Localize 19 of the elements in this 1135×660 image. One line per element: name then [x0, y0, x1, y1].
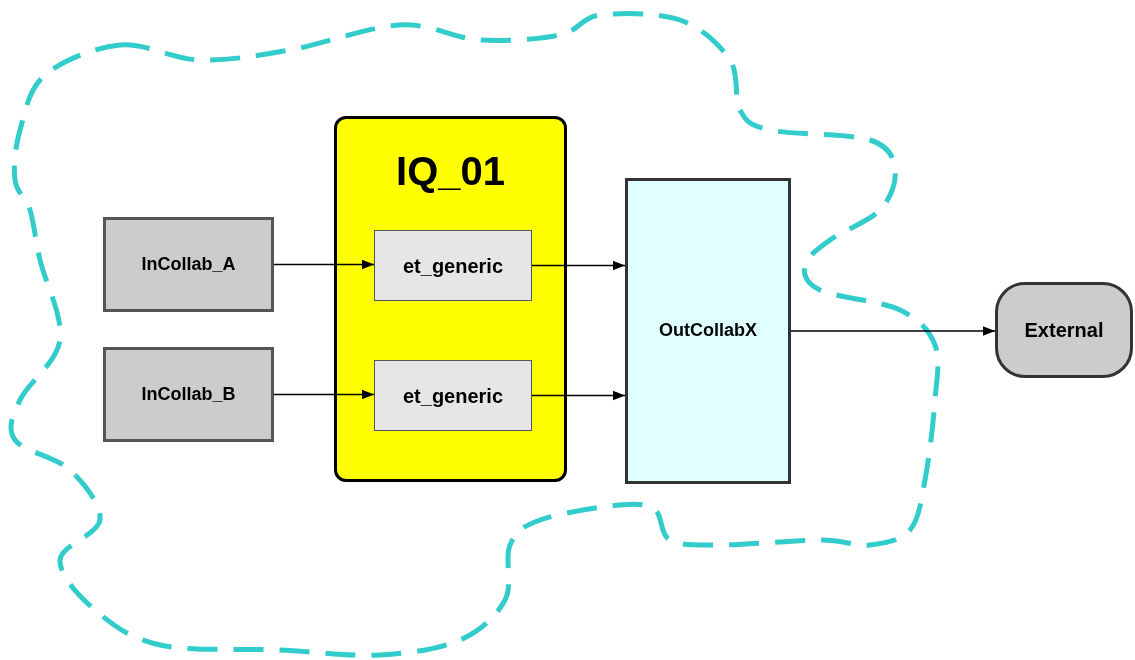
group-box: [334, 116, 567, 482]
node-label: et_generic: [401, 384, 505, 407]
group-title: IQ_01: [395, 149, 506, 193]
node-label: InCollab_B: [140, 384, 237, 405]
node-label: External: [1023, 319, 1105, 341]
arrow: [531, 260, 626, 271]
arrow: [531, 390, 626, 401]
terminal-box: [995, 282, 1133, 378]
arrow: [790, 326, 996, 336]
process-box: [625, 178, 791, 484]
process-box: [103, 217, 274, 312]
process-box: [374, 360, 532, 431]
node-label: OutCollabX: [658, 321, 758, 341]
node-label: et_generic: [401, 254, 505, 277]
node-label: InCollab_A: [140, 254, 237, 275]
arrow: [273, 389, 375, 400]
process-box: [103, 347, 274, 442]
process-box: [374, 230, 532, 301]
arrow: [273, 259, 375, 270]
